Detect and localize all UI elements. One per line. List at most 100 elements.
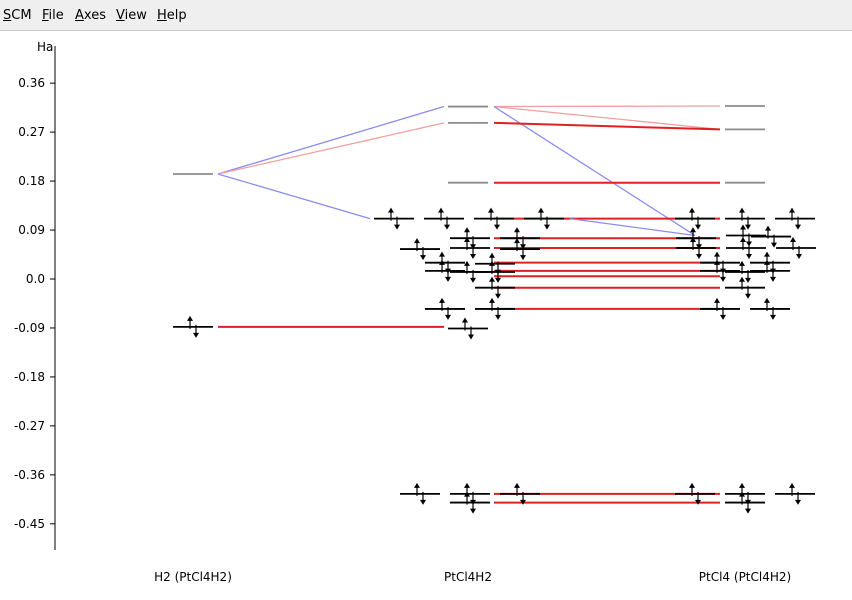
spin-down-arrow	[795, 499, 801, 505]
spin-up-arrow	[514, 227, 520, 233]
correlation-line	[493, 105, 721, 108]
y-tick-label: -0.18	[14, 370, 45, 384]
y-tick-label: 0.27	[18, 125, 45, 139]
spin-up-arrow	[464, 491, 470, 497]
menu-help-mnemonic: H	[157, 8, 167, 23]
spin-up-arrow	[739, 482, 745, 488]
spin-down-arrow	[746, 241, 752, 247]
spin-up-arrow	[187, 315, 193, 321]
correlation-line	[493, 106, 696, 237]
menu-help-rest: elp	[166, 8, 187, 23]
spin-down-arrow	[795, 224, 801, 230]
column-label: H2 (PtCl4H2)	[154, 570, 232, 584]
spin-up-arrow	[765, 225, 771, 231]
spin-down-arrow	[495, 293, 501, 299]
correlation-line	[493, 105, 721, 131]
y-tick-label: 0.36	[18, 76, 45, 90]
spin-down-arrow	[745, 277, 751, 283]
spin-down-arrow	[544, 224, 550, 230]
spin-up-arrow	[714, 297, 720, 303]
y-tick-label: -0.27	[14, 419, 45, 433]
spin-up-arrow	[714, 251, 720, 257]
spin-up-arrow	[489, 252, 495, 258]
y-tick-label: 0.09	[18, 223, 45, 237]
spin-up-arrow	[690, 236, 696, 242]
spin-up-arrow	[740, 224, 746, 230]
orbital-diagram[interactable]: Ha0.360.270.180.090.0-0.09-0.18-0.27-0.3…	[0, 32, 852, 600]
spin-down-arrow	[770, 276, 776, 282]
spin-up-arrow	[414, 238, 420, 244]
column-label: PtCl4 (PtCl4H2)	[699, 570, 791, 584]
spin-down-arrow	[444, 224, 450, 230]
spin-up-arrow	[464, 236, 470, 242]
menu-file[interactable]: File	[42, 8, 64, 23]
spin-up-arrow	[690, 227, 696, 233]
spin-down-arrow	[495, 277, 501, 283]
energy-levels[interactable]	[173, 105, 816, 514]
spin-up-arrow	[489, 276, 495, 282]
menu-axes[interactable]: Axes	[75, 8, 106, 23]
spin-up-arrow	[739, 491, 745, 497]
y-tick-label: 0.0	[26, 272, 45, 286]
spin-down-arrow	[494, 224, 500, 230]
correlation-line	[569, 217, 696, 237]
spin-up-arrow	[739, 260, 745, 266]
correlation-line	[217, 173, 371, 220]
spin-down-arrow	[695, 499, 701, 505]
menu-file-rest: ile	[48, 8, 64, 23]
menu-view[interactable]: View	[116, 8, 147, 23]
spin-down-arrow	[470, 253, 476, 259]
spin-up-arrow	[464, 482, 470, 488]
y-tick-label: 0.18	[18, 174, 45, 188]
spin-down-arrow	[420, 255, 426, 261]
spin-up-arrow	[790, 236, 796, 242]
spin-up-arrow	[514, 238, 520, 244]
spin-down-arrow	[470, 508, 476, 514]
menu-view-rest: iew	[124, 8, 147, 23]
menu-axes-rest: xes	[83, 8, 106, 23]
menu-bar: SCM File Axes View Help	[0, 0, 852, 31]
y-axis: Ha0.360.270.180.090.0-0.09-0.18-0.27-0.3…	[14, 40, 56, 550]
spin-down-arrow	[695, 224, 701, 230]
y-tick-label: -0.45	[14, 517, 45, 531]
spin-up-arrow	[689, 482, 695, 488]
spin-up-arrow	[464, 260, 470, 266]
spin-up-arrow	[464, 227, 470, 233]
spin-up-arrow	[764, 297, 770, 303]
spin-up-arrow	[439, 297, 445, 303]
column-label: PtCl4H2	[444, 570, 492, 584]
correlation-line	[217, 122, 445, 175]
spin-up-arrow	[740, 236, 746, 242]
spin-down-arrow	[720, 276, 726, 282]
spin-down-arrow	[445, 314, 451, 320]
column-labels: H2 (PtCl4H2) PtCl4H2 PtCl4 (PtCl4H2)	[154, 570, 791, 584]
correlation-line	[493, 121, 721, 131]
spin-down-arrow	[445, 276, 451, 282]
spin-down-arrow	[696, 253, 702, 259]
spin-down-arrow	[193, 332, 199, 338]
spin-down-arrow	[520, 255, 526, 261]
spin-down-arrow	[520, 244, 526, 250]
spin-up-arrow	[764, 259, 770, 265]
spin-down-arrow	[495, 314, 501, 320]
spin-down-arrow	[746, 253, 752, 259]
spin-up-arrow	[789, 482, 795, 488]
menu-scm-rest: CM	[11, 8, 32, 23]
spin-up-arrow	[739, 207, 745, 213]
spin-up-arrow	[489, 297, 495, 303]
spin-up-arrow	[789, 207, 795, 213]
spin-down-arrow	[520, 499, 526, 505]
y-axis-unit-label: Ha	[37, 40, 53, 54]
spin-down-arrow	[720, 314, 726, 320]
spin-up-arrow	[489, 260, 495, 266]
spin-up-arrow	[462, 317, 468, 323]
spin-down-arrow	[745, 508, 751, 514]
spin-down-arrow	[745, 224, 751, 230]
spin-down-arrow	[745, 293, 751, 299]
menu-help[interactable]: Help	[157, 8, 187, 23]
spin-up-arrow	[714, 259, 720, 265]
menu-scm[interactable]: SCM	[3, 8, 32, 23]
menu-axes-mnemonic: A	[75, 8, 84, 23]
spin-up-arrow	[538, 207, 544, 213]
spin-up-arrow	[414, 482, 420, 488]
